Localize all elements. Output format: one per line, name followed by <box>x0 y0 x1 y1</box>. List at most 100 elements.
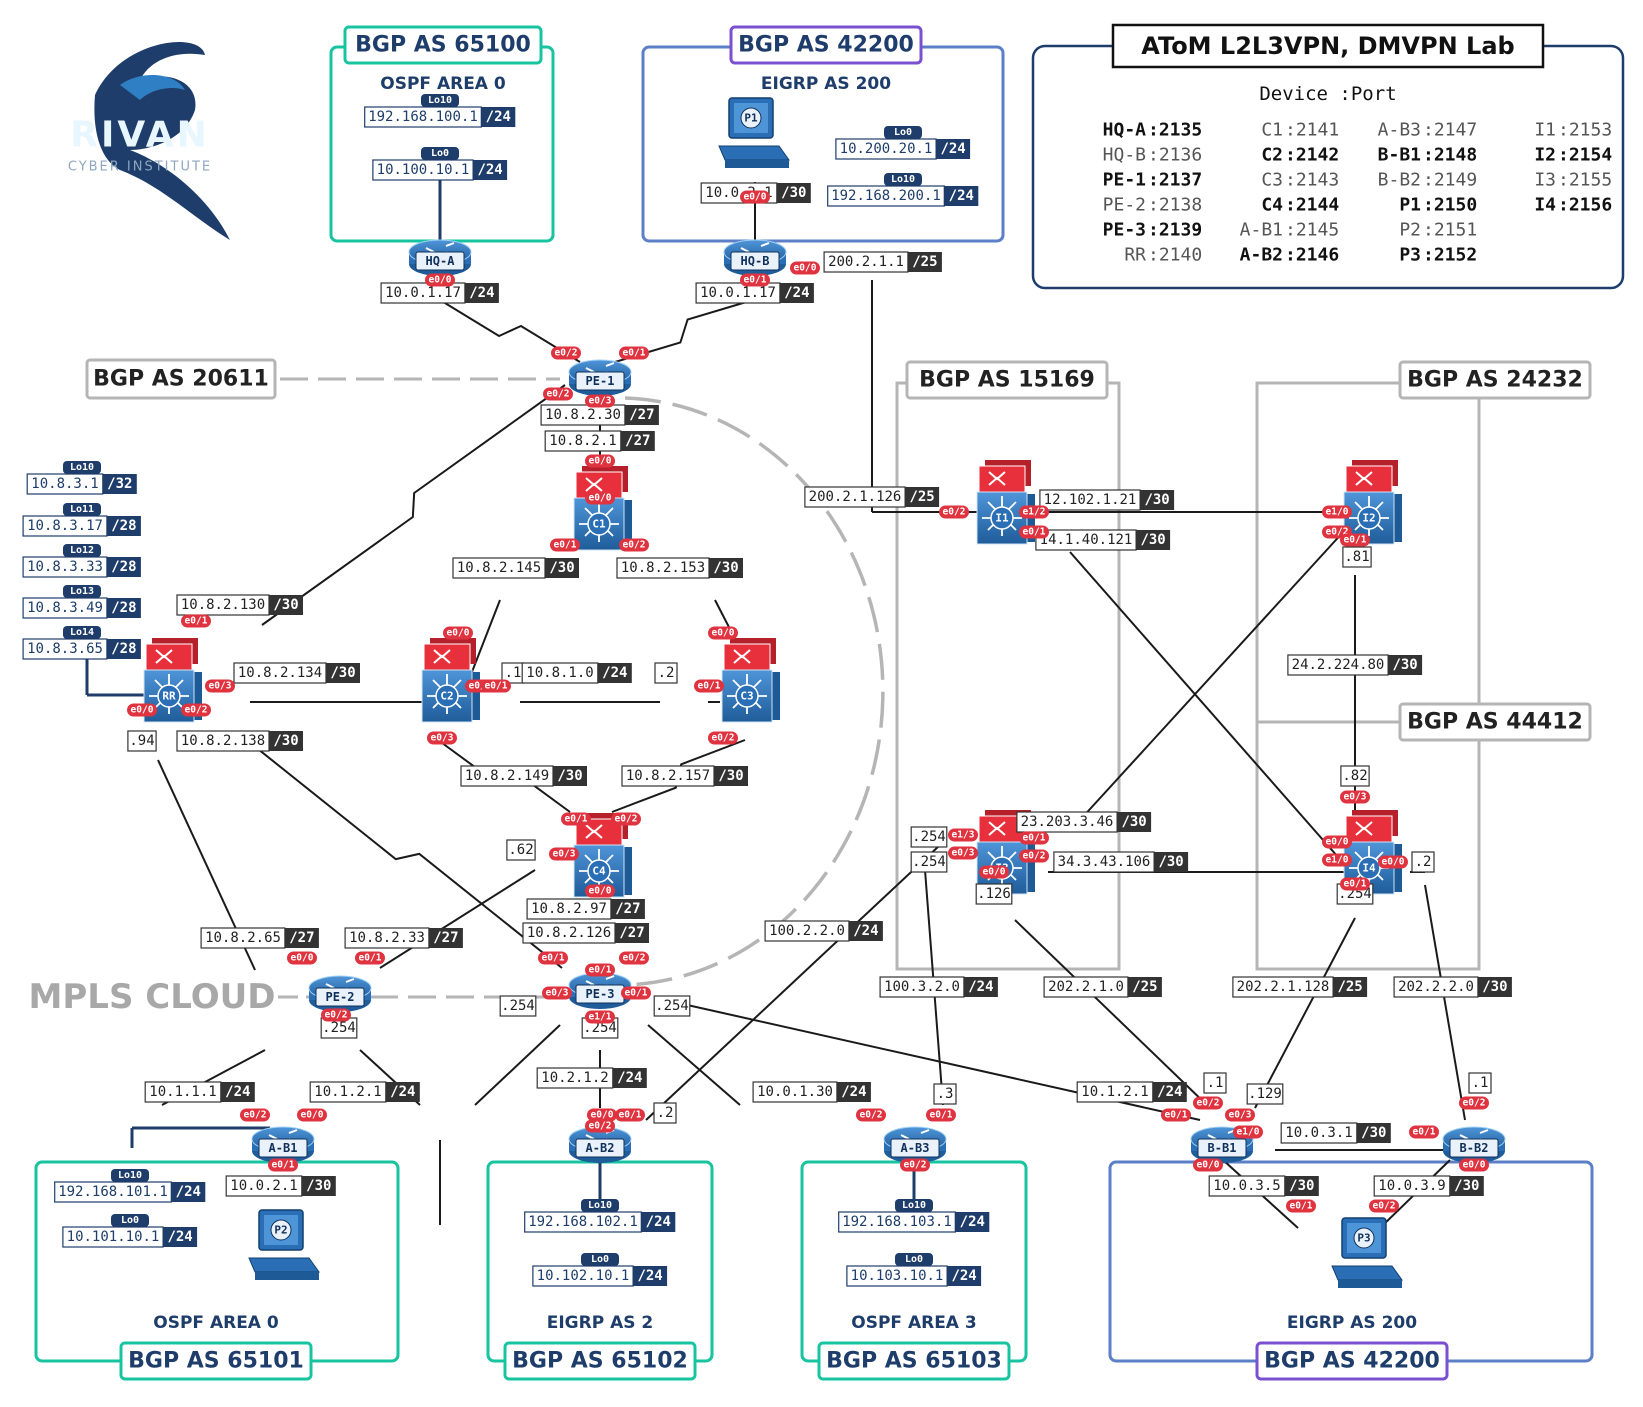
link-address: .1 <box>1203 1072 1227 1094</box>
device-label: PE-1 <box>586 374 615 388</box>
mpls-cloud-label: MPLS CLOUD <box>29 977 276 1017</box>
ip-box <box>910 851 948 873</box>
loopback-tag <box>111 1214 149 1227</box>
legend-port: :2152 <box>1423 245 1477 266</box>
ip-address: 10.8.3.49 <box>27 600 103 616</box>
ip-address: 10.1.1.1 <box>149 1084 216 1100</box>
interface-name: e0/0 <box>1382 857 1405 868</box>
interface-pill <box>948 846 978 860</box>
link-address: .254 <box>910 851 948 873</box>
link-address: 10.8.2.130/30 <box>176 594 303 616</box>
ip-box <box>975 883 1013 905</box>
device-pe1: PE-1 <box>568 359 632 396</box>
ip-address: 202.2.1.0 <box>1048 979 1124 995</box>
legend-device: B-B1 <box>1378 145 1421 166</box>
switch-top <box>145 643 193 671</box>
interface-pill <box>708 626 738 640</box>
link-address: 200.2.1.1/25 <box>823 251 942 273</box>
subnet-mask: /24 <box>960 1214 985 1230</box>
area-title: BGP AS 24232 <box>1407 368 1583 393</box>
subnet-mask: /30 <box>306 1178 331 1194</box>
interface-pill <box>587 1108 617 1122</box>
ip-address: .94 <box>129 733 154 749</box>
link-address: 10.8.2.1/27 <box>544 430 655 452</box>
area-title: BGP AS 44412 <box>1407 710 1583 735</box>
interface-pill <box>585 454 615 468</box>
interface-pill <box>287 951 317 965</box>
legend-device: PE-3 <box>1103 220 1146 241</box>
switch-arrows <box>585 824 603 839</box>
interface-tag: e0/2 <box>939 505 969 519</box>
loopback-tag <box>111 1169 149 1182</box>
interface-pill <box>355 951 385 965</box>
device-c4: C4 <box>573 813 632 898</box>
loopback-name: Lo12 <box>70 545 94 556</box>
ip-address: .82 <box>1342 768 1367 784</box>
ip-address: 10.8.2.149 <box>465 768 549 784</box>
subnet-mask: /24 <box>602 665 627 681</box>
link-address: 14.1.40.121/30 <box>1035 529 1171 551</box>
mask-box <box>171 1182 206 1202</box>
interface-name: e0/2 <box>1197 1098 1220 1109</box>
link <box>1254 917 1356 1109</box>
interface-name: e1/0 <box>1237 1127 1260 1138</box>
serial-link <box>439 299 581 363</box>
device-label: I2 <box>1362 512 1375 525</box>
interface-pill <box>1019 505 1049 519</box>
interface-name: e0/2 <box>244 1110 267 1121</box>
ip-address: 10.103.10.1 <box>851 1268 944 1284</box>
area-title-box <box>1398 360 1592 400</box>
loopback-name: Lo10 <box>902 1200 926 1211</box>
subnet-mask: /24 <box>617 1070 642 1086</box>
legend-port: :2140 <box>1148 245 1202 266</box>
mask-box <box>947 1266 982 1286</box>
loopback-tag <box>884 173 922 186</box>
link-address: 10.0.2.1/30 <box>225 1175 336 1197</box>
interface-name: e0/1 <box>1344 879 1367 890</box>
interface-tag: e0/1 <box>481 679 511 693</box>
subnet-mask: /30 <box>1144 492 1169 508</box>
interface-tag: e0/1 <box>1286 1199 1316 1213</box>
legend-device: I2 <box>1534 145 1556 166</box>
pc-base <box>1338 1280 1402 1288</box>
subnet-mask: /30 <box>1454 1178 1479 1194</box>
link-address: 10.0.1.30/24 <box>752 1081 871 1103</box>
ip-address: .2 <box>658 665 675 681</box>
mask-box <box>473 160 508 180</box>
link-address: .254 <box>499 995 537 1017</box>
interface-tag: e0/2 <box>708 731 738 745</box>
interface-tag: e0/1 <box>621 986 651 1000</box>
ip-address: 10.102.10.1 <box>537 1268 630 1284</box>
interface-tag: e0/1 <box>1161 1108 1191 1122</box>
ip-box <box>540 404 626 426</box>
device-p2: P2 <box>248 1209 320 1280</box>
dragon-highlight <box>120 74 185 100</box>
switch-hub <box>1357 856 1381 880</box>
loopback-name: Lo10 <box>70 462 94 473</box>
device-i1: I1 <box>976 460 1035 545</box>
mask-box <box>1284 1176 1319 1196</box>
interface-tag: e0/1 <box>181 614 211 628</box>
link-address: 10.8.2.97/27 <box>526 898 645 920</box>
interface-name: e0/0 <box>712 628 735 639</box>
interface-name: e0/0 <box>589 886 612 897</box>
link-address: 10.8.2.30/27 <box>540 404 659 426</box>
pc-badge <box>270 1219 292 1241</box>
interface-pill <box>561 812 591 826</box>
interface-pill <box>900 1158 930 1172</box>
link <box>1069 551 1346 866</box>
ip-address: .254 <box>583 1020 617 1036</box>
interface-name: e0/3 <box>589 396 612 407</box>
interface-pill <box>1019 831 1049 845</box>
interface-name: e0/0 <box>429 275 452 286</box>
switch-side <box>622 500 632 548</box>
ip-box <box>695 282 781 304</box>
link-address: .129 <box>1246 1083 1284 1105</box>
mpls-boundary-arc <box>609 396 885 987</box>
legend-device: C1 <box>1261 120 1283 141</box>
subnet-mask: /30 <box>273 733 298 749</box>
mask-box <box>1117 812 1152 832</box>
area-title-box <box>729 25 923 65</box>
